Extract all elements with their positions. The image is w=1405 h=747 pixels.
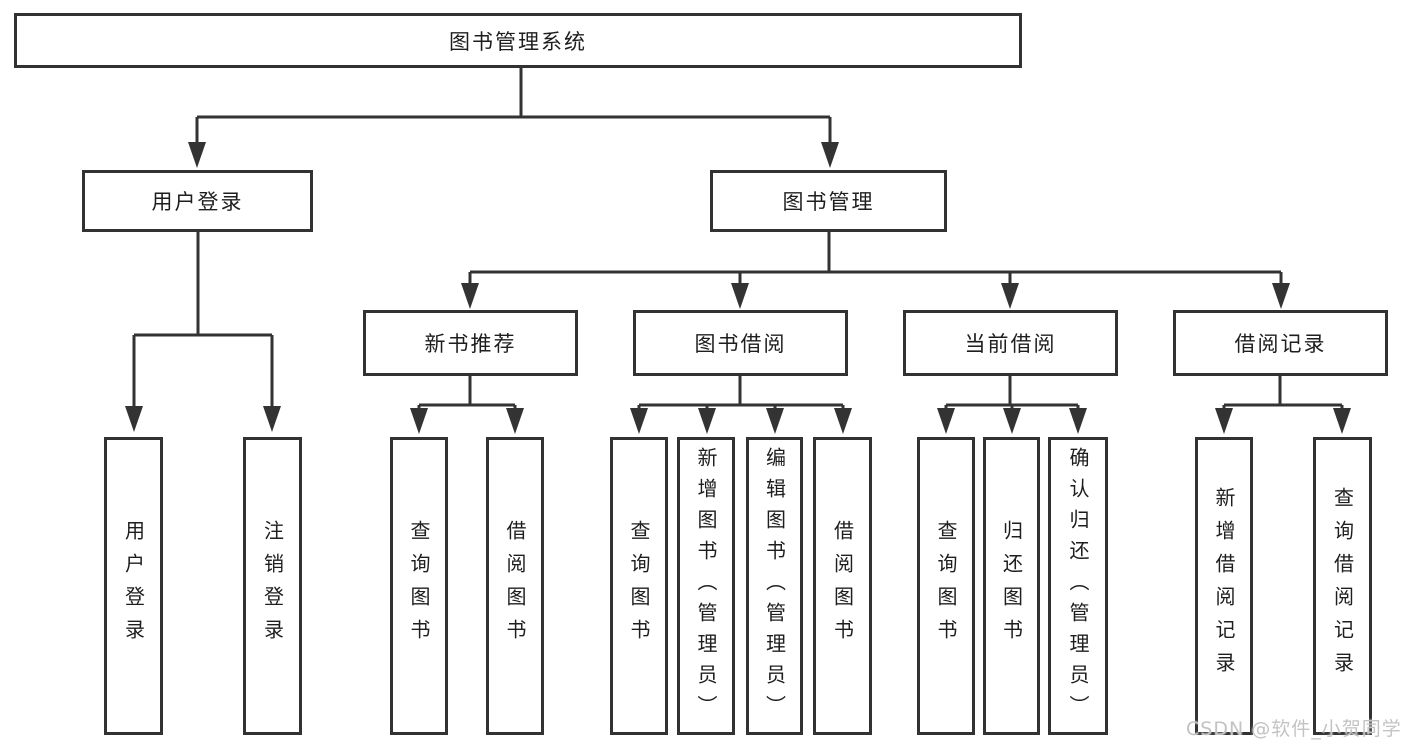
- leaf-return-book: 归还图书: [983, 437, 1040, 735]
- leaf-confirm-return-admin-label: 确认归还（管理员）: [1066, 446, 1090, 726]
- node-book-borrow: 图书借阅: [633, 310, 848, 376]
- leaf-user-login: 用户登录: [104, 437, 163, 735]
- node-borrow-records-label: 借阅记录: [1234, 332, 1327, 356]
- leaf-logout-label: 注销登录: [260, 520, 285, 652]
- leaf-edit-book-admin-label: 编辑图书（管理员）: [762, 446, 787, 726]
- node-root-label: 图书管理系统: [449, 29, 587, 54]
- leaf-query-borrow-record-label: 查询借阅记录: [1330, 487, 1355, 685]
- leaf-borrow-book-2-label: 借阅图书: [830, 520, 855, 652]
- leaf-add-borrow-record-label: 新增借阅记录: [1212, 487, 1236, 685]
- node-new-book-recommend: 新书推荐: [363, 310, 578, 376]
- leaf-edit-book-admin: 编辑图书（管理员）: [746, 437, 803, 735]
- node-user-login: 用户登录: [82, 170, 313, 232]
- csdn-watermark: CSDN @软件_小贺同学: [1186, 718, 1402, 740]
- leaf-query-book-3-label: 查询图书: [934, 520, 958, 652]
- leaf-logout: 注销登录: [243, 437, 302, 735]
- node-user-login-label: 用户登录: [151, 190, 244, 214]
- node-current-borrow-label: 当前借阅: [964, 332, 1057, 356]
- node-book-borrow-label: 图书借阅: [694, 332, 787, 356]
- leaf-add-borrow-record: 新增借阅记录: [1195, 437, 1253, 735]
- node-borrow-records: 借阅记录: [1173, 310, 1388, 376]
- leaf-query-book-3: 查询图书: [917, 437, 975, 735]
- node-new-book-recommend-label: 新书推荐: [424, 332, 517, 356]
- leaf-query-book-1: 查询图书: [390, 437, 448, 735]
- leaf-add-book-admin-label: 新增图书（管理员）: [694, 446, 718, 726]
- node-current-borrow: 当前借阅: [903, 310, 1118, 376]
- leaf-query-book-1-label: 查询图书: [407, 520, 431, 652]
- leaf-confirm-return-admin: 确认归还（管理员）: [1048, 437, 1108, 735]
- leaf-query-book-2: 查询图书: [610, 437, 668, 735]
- leaf-borrow-book-1: 借阅图书: [486, 437, 544, 735]
- leaf-borrow-book-1-label: 借阅图书: [503, 520, 527, 652]
- leaf-borrow-book-2: 借阅图书: [813, 437, 872, 735]
- leaf-query-book-2-label: 查询图书: [627, 520, 651, 652]
- node-book-management: 图书管理: [710, 170, 947, 232]
- node-book-management-label: 图书管理: [782, 190, 875, 214]
- leaf-query-borrow-record: 查询借阅记录: [1313, 437, 1372, 735]
- leaf-user-login-label: 用户登录: [121, 520, 146, 652]
- leaf-return-book-label: 归还图书: [999, 520, 1024, 652]
- node-root: 图书管理系统: [14, 13, 1022, 68]
- leaf-add-book-admin: 新增图书（管理员）: [677, 437, 735, 735]
